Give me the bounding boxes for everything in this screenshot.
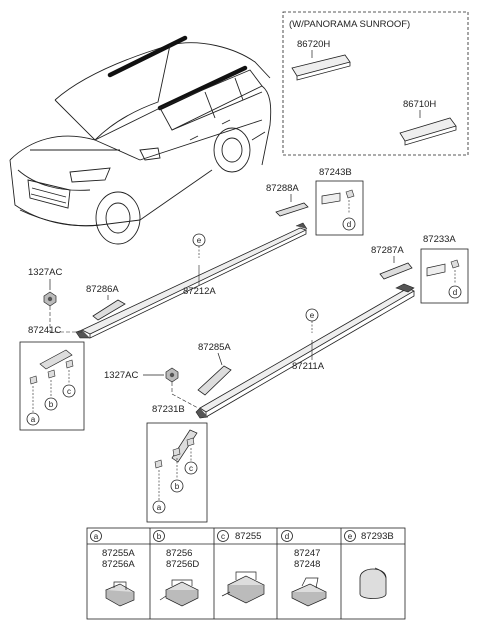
panorama-trim-86710h <box>399 117 457 146</box>
roof-rail-87211a <box>195 283 415 419</box>
nut-1327ac-left-icon <box>43 291 57 307</box>
callout-b-87241c: b <box>49 400 54 409</box>
legend-a-letter: a <box>94 532 99 541</box>
end-cap-87287a <box>379 262 413 280</box>
end-cap-87286a <box>92 299 126 321</box>
end-cap-87285a <box>197 365 232 396</box>
part-87285a-label: 87285A <box>198 342 231 353</box>
clip-87241c-icon <box>39 349 73 370</box>
fastener-87243b-icon <box>345 189 355 199</box>
legend-b-part-2: 87256D <box>166 559 199 570</box>
panorama-trim-86720h <box>291 54 351 81</box>
suv-illustration <box>9 35 272 245</box>
legend-b-letter: b <box>157 532 162 541</box>
clip-b-icon <box>159 579 199 607</box>
legend-e-part: 87293B <box>361 531 394 542</box>
part-87241c-box <box>19 341 85 431</box>
part-87287a-label: 87287A <box>371 245 404 256</box>
panorama-sunroof-box <box>282 11 469 156</box>
clip-c-icon <box>221 571 265 604</box>
part-87231b-box <box>146 422 208 523</box>
nut-1327ac-right-icon <box>165 367 179 383</box>
part-87233a-box <box>420 248 469 304</box>
legend-c-letter: c <box>221 532 225 541</box>
legend-d-letter: d <box>285 532 289 541</box>
part-87211a-label: 87211A <box>292 361 325 372</box>
clip-87243b-icon <box>321 192 341 205</box>
cap-e-icon <box>359 567 387 599</box>
callout-d-87233a: d <box>453 288 457 297</box>
legend-table <box>86 527 406 620</box>
part-87212a-label: 87212A <box>183 286 216 297</box>
callout-c-87231b: c <box>189 464 193 473</box>
clip-87233a-icon <box>426 263 446 277</box>
legend-a-part-2: 87256A <box>102 559 135 570</box>
clip-d-icon <box>291 577 327 607</box>
callout-b-87231b: b <box>175 482 180 491</box>
part-1327ac-right-label: 1327AC <box>104 370 138 381</box>
part-87241c-label: 87241C <box>28 325 61 336</box>
legend-b-part-1: 87256 <box>166 548 192 559</box>
callout-e-top: e <box>197 236 202 245</box>
part-87233a-label: 87233A <box>423 234 456 245</box>
legend-e-letter: e <box>348 532 353 541</box>
end-cap-87288a <box>275 202 309 217</box>
clip-a-icon <box>105 581 135 607</box>
legend-c-part: 87255 <box>235 531 261 542</box>
legend-a-part-1: 87255A <box>102 548 135 559</box>
part-87288a-label: 87288A <box>266 183 299 194</box>
part-87243b-box <box>315 180 364 236</box>
callout-e-mid: e <box>310 311 315 320</box>
part-87286a-label: 87286A <box>86 284 119 295</box>
part-86720h-label: 86720H <box>297 39 330 50</box>
fastener-87233a-icon <box>450 259 460 269</box>
part-87243b-label: 87243B <box>319 167 352 178</box>
panorama-title: (W/PANORAMA SUNROOF) <box>289 19 410 30</box>
clip-87231b-icon <box>171 429 198 463</box>
part-87231b-label: 87231B <box>152 404 185 415</box>
legend-d-part-1: 87247 <box>294 548 320 559</box>
legend-d-part-2: 87248 <box>294 559 320 570</box>
part-86710h-label: 86710H <box>403 99 436 110</box>
callout-c-87241c: c <box>67 387 71 396</box>
callout-a-87241c: a <box>31 415 36 424</box>
part-1327ac-left-label: 1327AC <box>28 267 62 278</box>
callout-a-87231b: a <box>157 503 162 512</box>
callout-d-87243b: d <box>347 220 351 229</box>
roof-rail-87212a <box>75 222 308 339</box>
